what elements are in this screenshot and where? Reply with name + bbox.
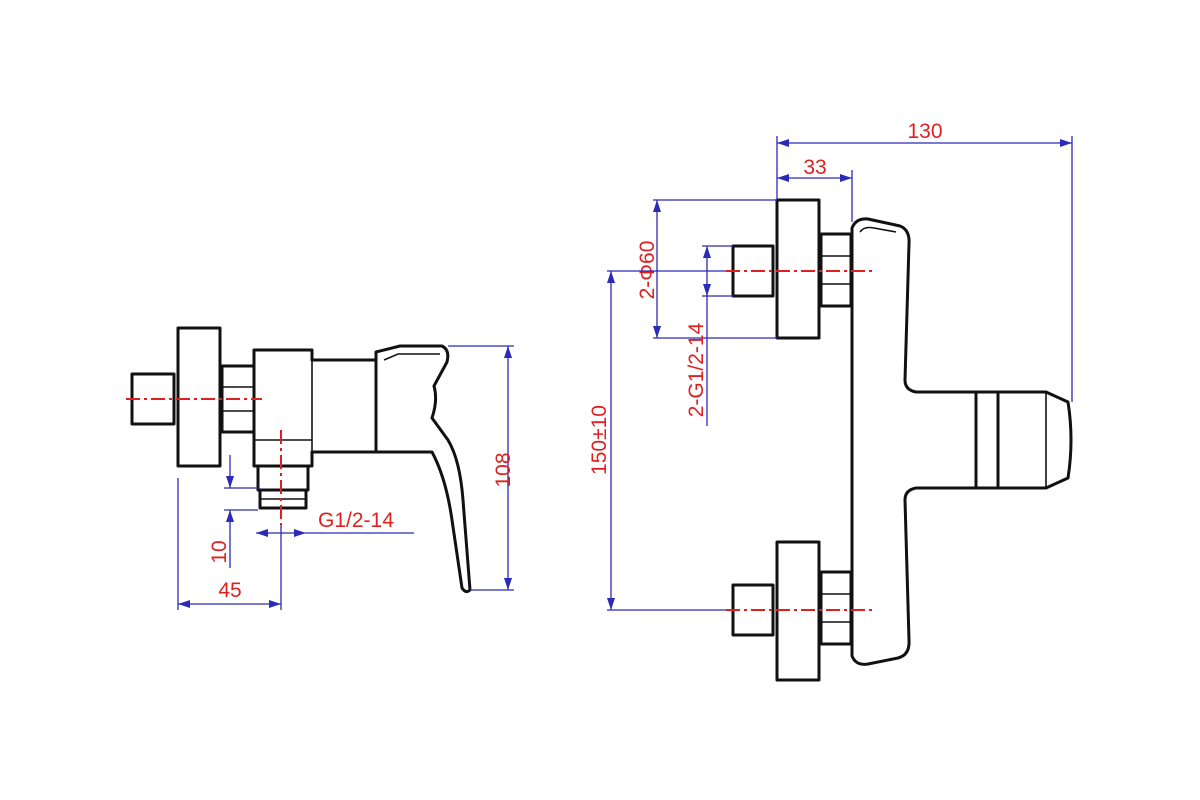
side-main-body	[252, 348, 378, 468]
front-total-width-label: 130	[907, 120, 942, 143]
front-dim-33: 33	[777, 156, 853, 222]
front-dim-centers: 150±10	[588, 270, 726, 611]
side-view-body	[130, 326, 472, 594]
side-dim-10: 10	[208, 455, 258, 568]
side-wall-flange	[176, 326, 222, 468]
side-lever-handle	[374, 344, 472, 594]
front-cartridge-ring	[974, 390, 1000, 490]
front-cartridge-cap	[996, 390, 1073, 490]
front-top-flange	[775, 198, 821, 340]
side-thread-label: G1/2-14	[318, 509, 394, 532]
front-dim-130: 130	[776, 120, 1073, 402]
front-mixer-body	[850, 217, 978, 666]
front-centers-label: 150±10	[588, 405, 611, 475]
front-flange-offset-label: 33	[803, 156, 826, 179]
side-depth-label: 45	[218, 579, 241, 602]
side-dim-45: 45	[177, 478, 282, 610]
front-bottom-hex-nut	[819, 570, 853, 646]
front-dim-inlet-thread: 2-G1/2-14	[685, 245, 733, 426]
front-view-body	[731, 198, 1073, 682]
front-flange-dia-label: 2-Φ60	[636, 241, 659, 300]
side-view: 108 G1/2-14 10 45	[126, 326, 515, 610]
side-thread-length-label: 10	[208, 540, 231, 563]
side-outlet-neck	[256, 464, 310, 492]
side-dim-108: 108	[448, 345, 515, 591]
front-dim-flange-dia: 2-Φ60	[636, 199, 777, 339]
front-view: 130 33 2-Φ60 2-G1/2-14	[588, 120, 1073, 682]
side-height-label: 108	[492, 452, 515, 487]
side-thread-callout: G1/2-14	[256, 509, 414, 537]
front-inlet-thread-label: 2-G1/2-14	[685, 322, 708, 417]
